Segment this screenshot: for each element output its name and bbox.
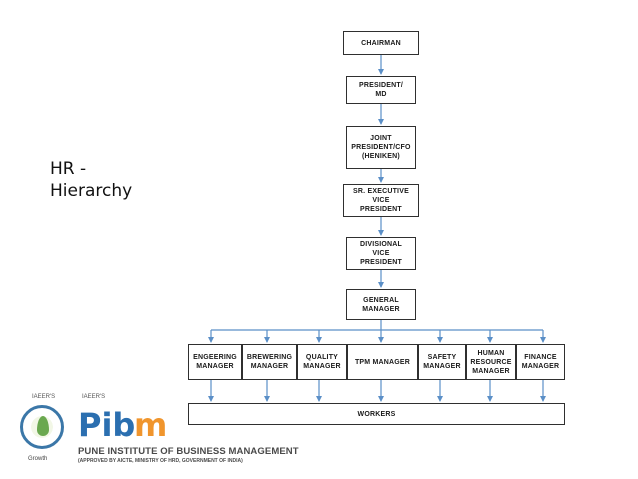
institute-approval-note: (APPROVED BY AICTE, MINISTRY OF HRD, GOV… (78, 458, 243, 464)
node-quality-manager: QUALITY MANAGER (297, 344, 347, 380)
growth-seal-icon (20, 405, 64, 449)
pibm-wordmark-blue: Pib (78, 406, 135, 442)
slide-title-line-1: HR - (50, 159, 87, 179)
node-brewering-manager: BREWERING MANAGER (242, 344, 297, 380)
institute-logo: IAEER'S IAEER'S Growth Pib m PUNE INSTIT… (18, 394, 318, 474)
node-human-resource-manager: HUMAN RESOURCE MANAGER (466, 344, 516, 380)
node-divisional-vp: DIVISIONAL VICE PRESIDENT (346, 237, 416, 270)
node-sr-executive-vp: SR. EXECUTIVE VICE PRESIDENT (343, 184, 419, 217)
pibm-wordmark-orange: m (134, 406, 167, 442)
slide-title: HR - Hierarchy (50, 158, 132, 202)
node-chairman: CHAIRMAN (343, 31, 419, 55)
seal-caption: Growth (28, 456, 48, 462)
iaeer-label-right: IAEER'S (82, 394, 106, 400)
institute-name: PUNE INSTITUTE OF BUSINESS MANAGEMENT (78, 446, 299, 457)
node-tpm-manager: TPM MANAGER (347, 344, 418, 380)
node-joint-president-cfo: JOINT PRESIDENT/CFO (HENIKEN) (346, 126, 416, 169)
node-safety-manager: SAFETY MANAGER (418, 344, 466, 380)
node-finance-manager: FINANCE MANAGER (516, 344, 565, 380)
pibm-wordmark: Pib m (78, 406, 167, 442)
leaf-icon (37, 416, 49, 436)
iaeer-label-left: IAEER'S (32, 394, 56, 400)
slide-title-line-2: Hierarchy (50, 181, 133, 201)
node-engineering-manager: ENGEERING MANAGER (188, 344, 242, 380)
node-president-md: PRESIDENT/ MD (346, 76, 416, 104)
node-workers: WORKERS (188, 403, 565, 425)
node-general-manager: GENERAL MANAGER (346, 289, 416, 320)
